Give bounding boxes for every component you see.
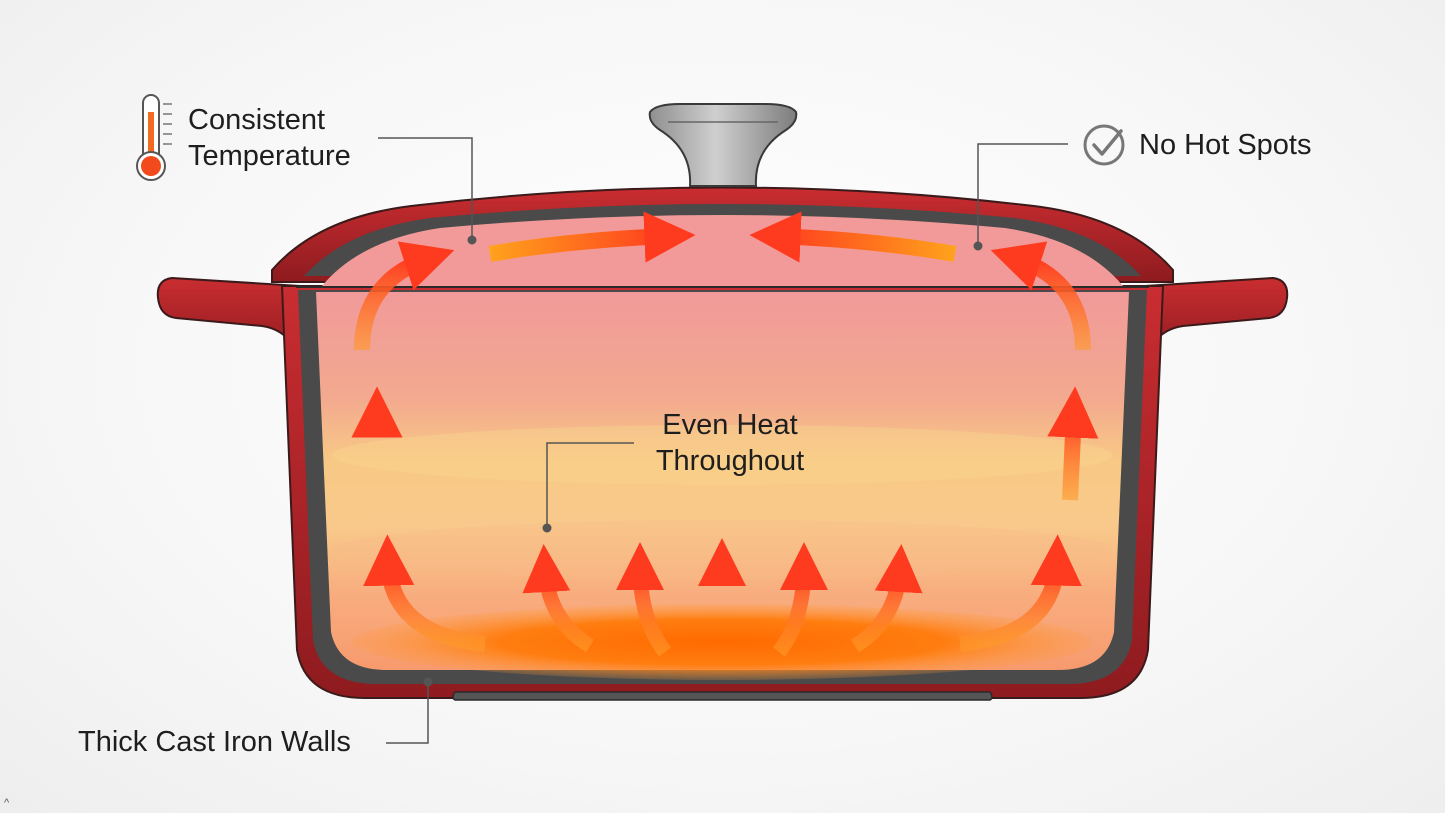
check-circle-icon [1083,124,1125,166]
leader-consistent-temperature [378,137,473,238]
label-consistent-line1: Consistent [188,104,326,136]
rise-arrow-4 [772,542,828,657]
leader-no-hot-spots [977,143,1068,244]
rise-arrow-2 [616,542,672,657]
heat-arrows [351,211,1099,657]
label-consistent-temperature: Consistent Temperature [188,102,351,174]
label-even-line1: Even Heat [662,409,798,441]
leader-thick-walls [386,684,429,744]
rise-arrow-5 [850,544,923,653]
leader-even-heat [546,442,634,526]
right-handle [1144,276,1289,361]
label-consistent-line2: Temperature [188,140,351,172]
arc-upper-left [354,241,455,351]
label-thick-cast-iron-walls: Thick Cast Iron Walls [78,726,351,758]
leader-lines [378,137,1068,744]
top-arrow-right [488,211,696,263]
lid-knob [648,103,798,187]
thermometer-icon [136,94,172,181]
arc-upper-right [990,241,1091,351]
corner-caret-mark: ^ [4,797,10,809]
arc-lower-left [363,534,486,652]
rise-arrow-1 [522,544,595,653]
top-arrow-left [749,211,957,263]
left-handle [156,276,301,361]
arc-lower-right [959,534,1082,652]
label-even-heat-throughout: Even Heat Throughout [640,407,820,479]
label-no-hot-spots: No Hot Spots [1139,129,1312,161]
label-even-line2: Throughout [655,445,805,477]
side-arrow-right [1047,386,1099,501]
